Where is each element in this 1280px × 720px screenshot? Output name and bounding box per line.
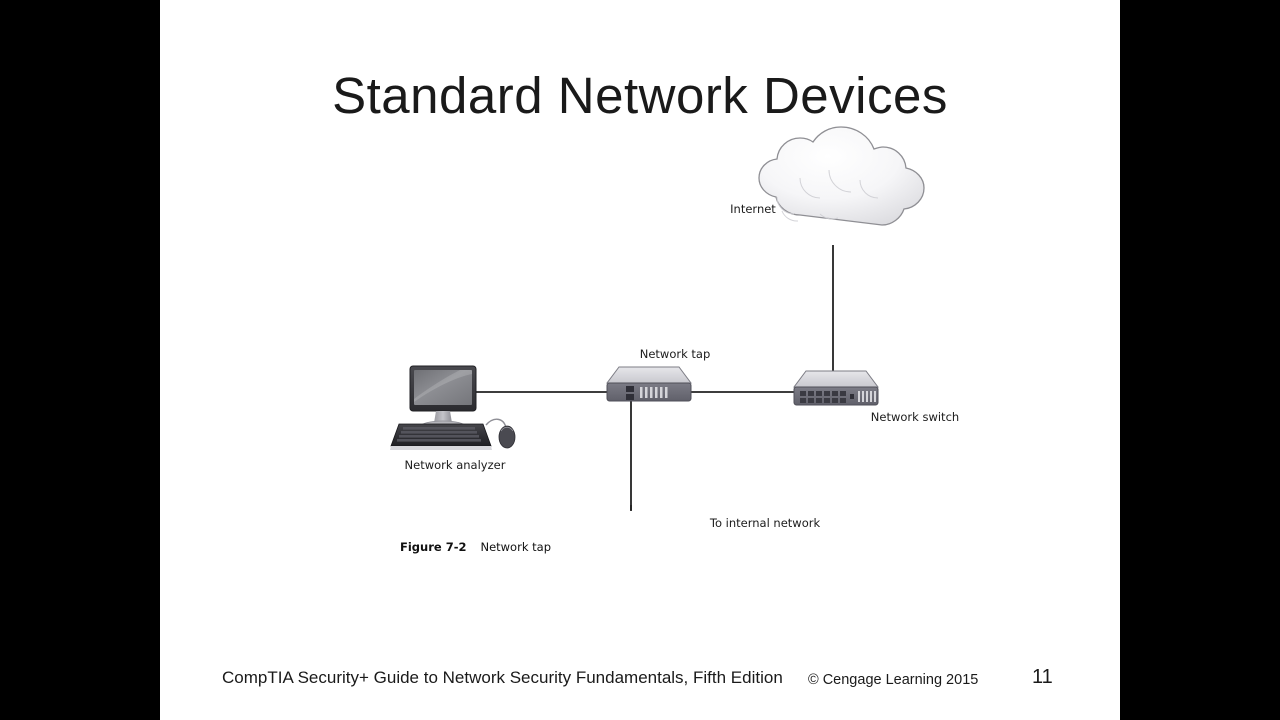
switch-vents [858,391,876,402]
tap-ports [626,386,634,400]
letterbox-left [0,0,160,720]
label-internet: Internet [730,202,776,216]
slide-canvas: Standard Network Devices [160,0,1120,720]
switch-led [850,394,854,399]
keyboard [390,423,492,450]
network-tap-icon [606,366,692,402]
figure-caption-text: Network tap [480,540,551,554]
label-network-tap: Network tap [639,347,711,361]
switch-ports [800,391,846,403]
network-analyzer-icon [390,365,516,450]
figure-number: Figure 7-2 [400,540,467,554]
footer-book-title: CompTIA Security+ Guide to Network Secur… [222,668,783,687]
monitor-screen [414,370,472,405]
footer-page-number: 11 [1032,666,1053,688]
internet-cloud-icon [758,126,925,226]
page-title: Standard Network Devices [332,67,948,124]
letterbox-right [1120,0,1280,720]
tap-vents [640,387,668,398]
footer-copyright: © Cengage Learning 2015 [808,672,979,688]
mouse [485,418,516,449]
monitor-neck [434,411,452,423]
label-network-switch: Network switch [870,410,960,424]
label-internal-network: To internal network [709,516,821,530]
label-network-analyzer: Network analyzer [404,458,506,472]
network-switch-icon [793,370,879,406]
figure-caption: Figure 7-2 Network tap [400,540,551,554]
network-diagram: Internet Network tap Network switch Netw… [160,0,1120,720]
